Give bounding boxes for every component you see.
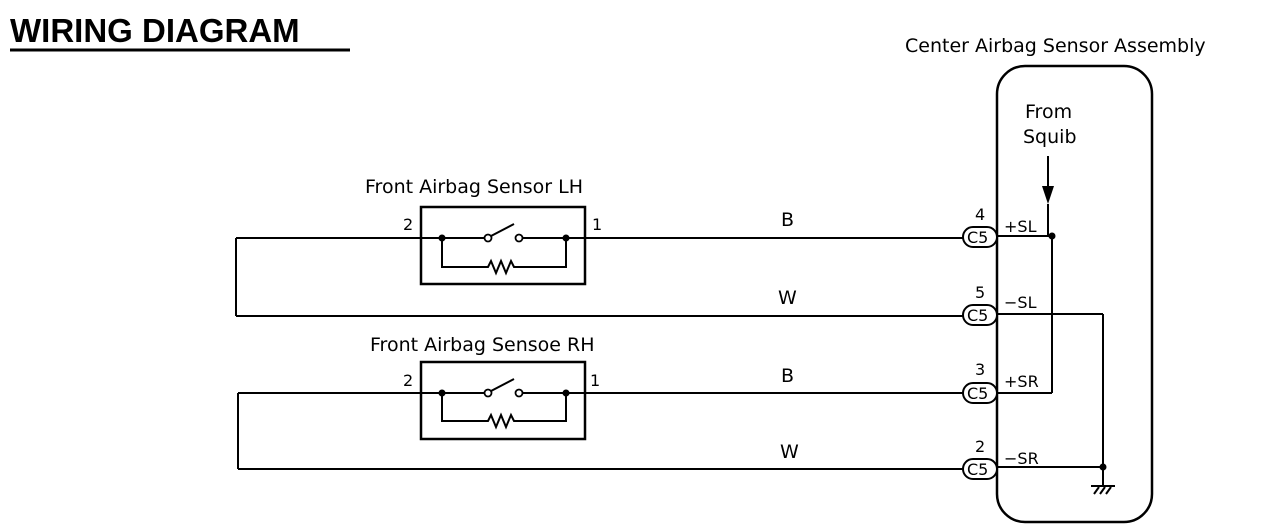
sensor-lh-resistor-icon: [441, 238, 567, 276]
terminal-label: +SR: [1004, 372, 1039, 391]
connector-c5-pin4: 4 C5 +SL: [962, 205, 1037, 248]
sensor-rh-pin-left: 2: [403, 371, 413, 390]
sensor-rh-resistor-icon: [441, 393, 567, 430]
sensor-lh-switch-icon: [421, 223, 585, 243]
sensor-rh-pin-right: 1: [590, 371, 600, 390]
sensor-rh-box: [419, 360, 587, 441]
terminal-label: +SL: [1004, 217, 1037, 236]
connector-id: C5: [967, 384, 988, 403]
wire-color-lh-plus: B: [781, 209, 794, 231]
connector-c5-pin5: 5 C5 −SL: [962, 283, 1037, 326]
terminal-label: −SL: [1004, 293, 1037, 312]
connector-id: C5: [967, 460, 988, 479]
connector-pin-number: 3: [975, 360, 985, 379]
sensor-lh-label: Front Airbag Sensor LH: [365, 176, 583, 198]
ground-icon: [1091, 485, 1115, 495]
assembly-box: [995, 64, 1154, 524]
diagram-title: WIRING DIAGRAM: [10, 12, 300, 49]
connector-pin-number: 2: [975, 437, 985, 456]
assembly-label: Center Airbag Sensor Assembly: [905, 35, 1206, 57]
squib-arrow: [1042, 156, 1054, 236]
junction-dot-sl: [1048, 232, 1056, 240]
wire-color-rh-minus: W: [780, 441, 799, 463]
junction-dot-sr: [1099, 463, 1107, 471]
sensor-lh-box: [419, 205, 587, 286]
assembly-internal-wiring: [995, 235, 1104, 486]
sensor-lh-pin-left: 2: [403, 215, 413, 234]
sensor-rh-switch-icon: [421, 378, 585, 398]
sensor-rh-label: Front Airbag Sensoe RH: [370, 334, 595, 356]
connector-id: C5: [967, 306, 988, 325]
squib-label: Squib: [1023, 126, 1077, 148]
connector-c5-pin3: 3 C5 +SR: [962, 360, 1039, 404]
terminal-label: −SR: [1004, 449, 1039, 468]
wire-color-lh-minus: W: [778, 287, 797, 309]
sensor-lh-pin-right: 1: [592, 215, 602, 234]
harness-wires: [235, 237, 965, 470]
connector-c5-pin2: 2 C5 −SR: [962, 437, 1039, 480]
connector-pin-number: 5: [975, 283, 985, 302]
from-label: From: [1025, 101, 1072, 123]
connector-id: C5: [967, 228, 988, 247]
wire-color-rh-plus: B: [781, 365, 794, 387]
connector-pin-number: 4: [975, 205, 985, 224]
